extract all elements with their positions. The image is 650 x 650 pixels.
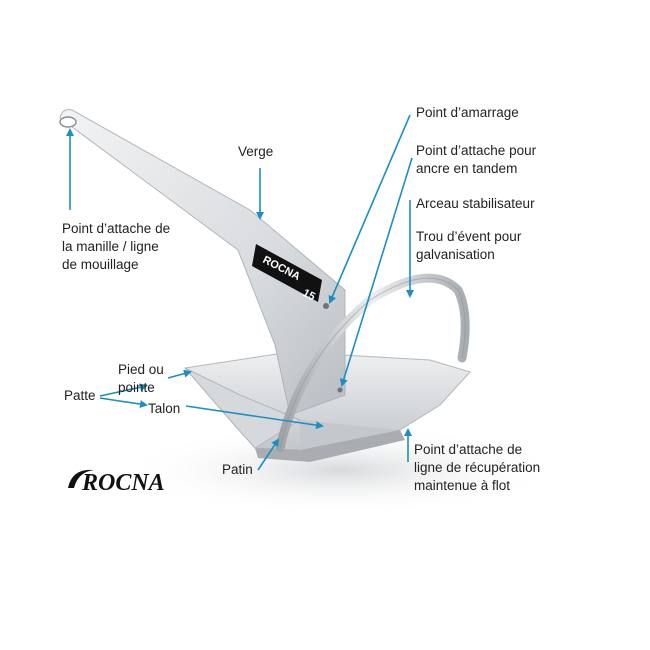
label-patin: Patin <box>222 462 253 477</box>
decal-size: 15 <box>301 287 317 303</box>
arrow-point-tandem <box>339 157 413 387</box>
label-point-attache-tandem: Point d’attache pour ancre en tandem <box>416 143 537 176</box>
callout-arrows <box>66 114 414 471</box>
label-arceau-stabilisateur: Arceau stabilisateur <box>416 196 535 211</box>
logo-swoosh <box>68 469 94 488</box>
label-trou-event: Trou d’évent pour galvanisation <box>416 229 522 262</box>
arrow-point-amarrage <box>328 114 411 304</box>
anchor-shank <box>59 109 346 416</box>
rocna-logo: ROCNA <box>68 469 165 496</box>
label-verge: Verge <box>238 144 274 159</box>
mooring-hole <box>323 303 329 309</box>
svg-text:ROCNA: ROCNA <box>81 470 165 496</box>
arrow-patte-a <box>99 383 148 397</box>
label-point-recuperation: Point d’attache de ligne de récupération… <box>414 442 541 493</box>
arrow-pied <box>167 369 192 379</box>
label-point-attache-manille: Point d’attache de la manille / ligne de… <box>62 221 171 272</box>
anchor-shadow <box>120 425 560 515</box>
label-pied-ou-pointe: Pied ou pointe <box>118 362 164 395</box>
label-talon: Talon <box>148 401 181 416</box>
label-patte: Patte <box>64 388 96 403</box>
tandem-hole <box>337 387 343 393</box>
arrow-patin <box>257 438 280 471</box>
label-point-amarrage: Point d’amarrage <box>416 105 519 120</box>
arrow-talon <box>185 405 324 430</box>
arrow-patte-b <box>99 397 148 409</box>
shackle-hole <box>59 116 77 128</box>
